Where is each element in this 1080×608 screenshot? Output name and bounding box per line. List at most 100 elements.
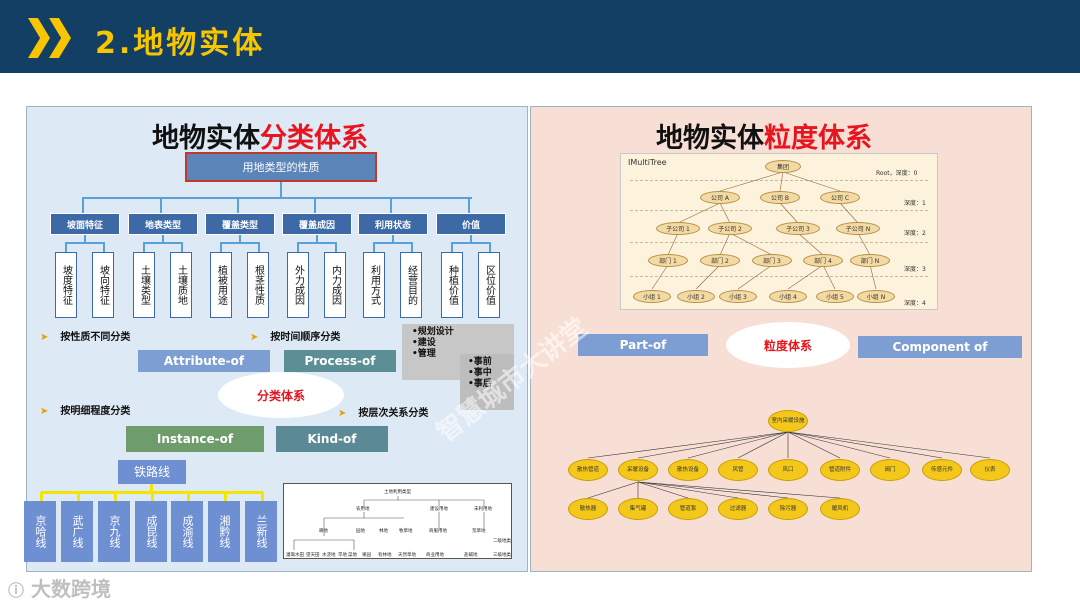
railway-item: 成渝线 (171, 501, 203, 562)
connector (451, 242, 491, 244)
connector (162, 235, 164, 243)
depth-label: 深度：1 (904, 200, 926, 207)
root-node: 用地类型的性质 (185, 152, 377, 182)
depth-label: 深度：4 (904, 300, 926, 307)
category-leaf: 利用方式 (363, 252, 385, 318)
connector (314, 198, 316, 214)
heating-l1: 采暖设备 (618, 459, 658, 481)
node-company: 公司 C (820, 191, 860, 204)
land-tree-l3: 菜地 (348, 551, 357, 558)
heating-l2: 暖风机 (820, 498, 860, 520)
heating-l2: 集气罐 (618, 498, 658, 520)
connector (114, 492, 117, 502)
heating-l1: 散热管道 (568, 459, 608, 481)
category-box: 覆盖类型 (205, 213, 275, 235)
land-tree-l3: 灌溉水田 (286, 551, 304, 558)
node-department: 部门 1 (648, 254, 688, 267)
attribute-of-tag: Attribute-of (138, 350, 270, 372)
heating-l2: 管道泵 (668, 498, 708, 520)
land-tree-l3: 天然草地 (398, 551, 416, 558)
category-leaf: 土壤类型 (133, 252, 155, 318)
heating-l1: 散热设备 (668, 459, 708, 481)
heating-l1: 风管 (718, 459, 758, 481)
land-tree-l1: 建设用地 (430, 505, 448, 512)
node-group: 小组 N (857, 290, 895, 303)
granularity-oval: 粒度体系 (726, 322, 850, 368)
connector (489, 242, 491, 252)
connector (143, 242, 183, 244)
page-title: 2.地物实体 (95, 26, 266, 61)
land-tree-l3: 旱地 (338, 551, 347, 558)
depth-label: 深度：2 (904, 230, 926, 237)
heating-l2: 除污器 (768, 498, 808, 520)
railway-item: 京哈线 (24, 501, 56, 562)
land-tree-l2: 园地 (356, 527, 365, 534)
bullet-kind: ➤按层次关系分类 (338, 408, 429, 419)
kind-of-tag: Kind-of (276, 426, 388, 452)
connector (187, 492, 190, 502)
classification-oval: 分类体系 (218, 372, 344, 418)
node-subcompany: 子公司 1 (656, 222, 700, 235)
land-tree-l1: 未利用地 (474, 505, 492, 512)
heating-l1: 阀门 (870, 459, 910, 481)
node-subcompany: 子公司 N (836, 222, 880, 235)
railway-item: 成昆线 (135, 501, 167, 562)
category-leaf: 土壤质地 (170, 252, 192, 318)
connector (335, 242, 337, 252)
connector (297, 242, 299, 252)
category-leaf: 根茎性质 (247, 252, 269, 318)
connector (84, 235, 86, 243)
depth-label: Root，深度：0 (876, 170, 918, 177)
connector (224, 492, 227, 502)
category-leaf: 内力成因 (324, 252, 346, 318)
land-tree-l2: 林地 (379, 527, 388, 534)
multitree-edges (651, 171, 877, 290)
connector (103, 242, 105, 252)
heating-tree-edges (587, 431, 991, 499)
connector (77, 492, 80, 502)
land-tree-l3: 有林地 (378, 551, 392, 558)
multitree-label: IMultiTree (628, 158, 667, 167)
connector (65, 242, 67, 252)
heating-l1: 仪表 (970, 459, 1010, 481)
land-tree-l2: 二级地类 (493, 537, 511, 544)
land-tree-l3: 水浇地 (322, 551, 336, 558)
category-leaf: 种植价值 (441, 252, 463, 318)
component-of-tag: Component of (858, 336, 1022, 358)
category-leaf: 外力成因 (287, 252, 309, 318)
instance-of-tag: Instance-of (126, 426, 264, 452)
land-tree-l3: 商业用地 (426, 551, 444, 558)
node-subcompany: 子公司 2 (708, 222, 752, 235)
heating-l1: 风口 (768, 459, 808, 481)
double-chevron-right-icon (28, 18, 50, 58)
connector (82, 197, 472, 199)
railway-item: 湘黔线 (208, 501, 240, 562)
connector (373, 242, 413, 244)
category-box: 价值 (436, 213, 506, 235)
connector (261, 492, 264, 502)
category-box: 覆盖成因 (282, 213, 352, 235)
category-box: 利用状态 (358, 213, 428, 235)
depth-divider (630, 242, 928, 243)
connector (373, 242, 375, 252)
connector (470, 235, 472, 243)
category-leaf: 经营目的 (400, 252, 422, 318)
connector (150, 484, 153, 493)
connector (82, 198, 84, 214)
header-bar: 2.地物实体 (0, 0, 1080, 73)
category-box: 地表类型 (128, 213, 198, 235)
category-leaf: 坡度特征 (55, 252, 77, 318)
connector (411, 242, 413, 252)
category-box: 坡面特征 (50, 213, 120, 235)
bullet-process: ➤按时间顺序分类 (250, 332, 341, 343)
connector (151, 492, 154, 502)
process-of-tag: Process-of (284, 350, 396, 372)
connector (237, 198, 239, 214)
chevron-right-icon (49, 18, 71, 58)
heating-l1: 管道附件 (820, 459, 860, 481)
part-of-tag: Part-of (578, 334, 708, 356)
connector (160, 198, 162, 214)
land-tree-l2: 荒草地 (472, 527, 486, 534)
connector (220, 242, 260, 244)
